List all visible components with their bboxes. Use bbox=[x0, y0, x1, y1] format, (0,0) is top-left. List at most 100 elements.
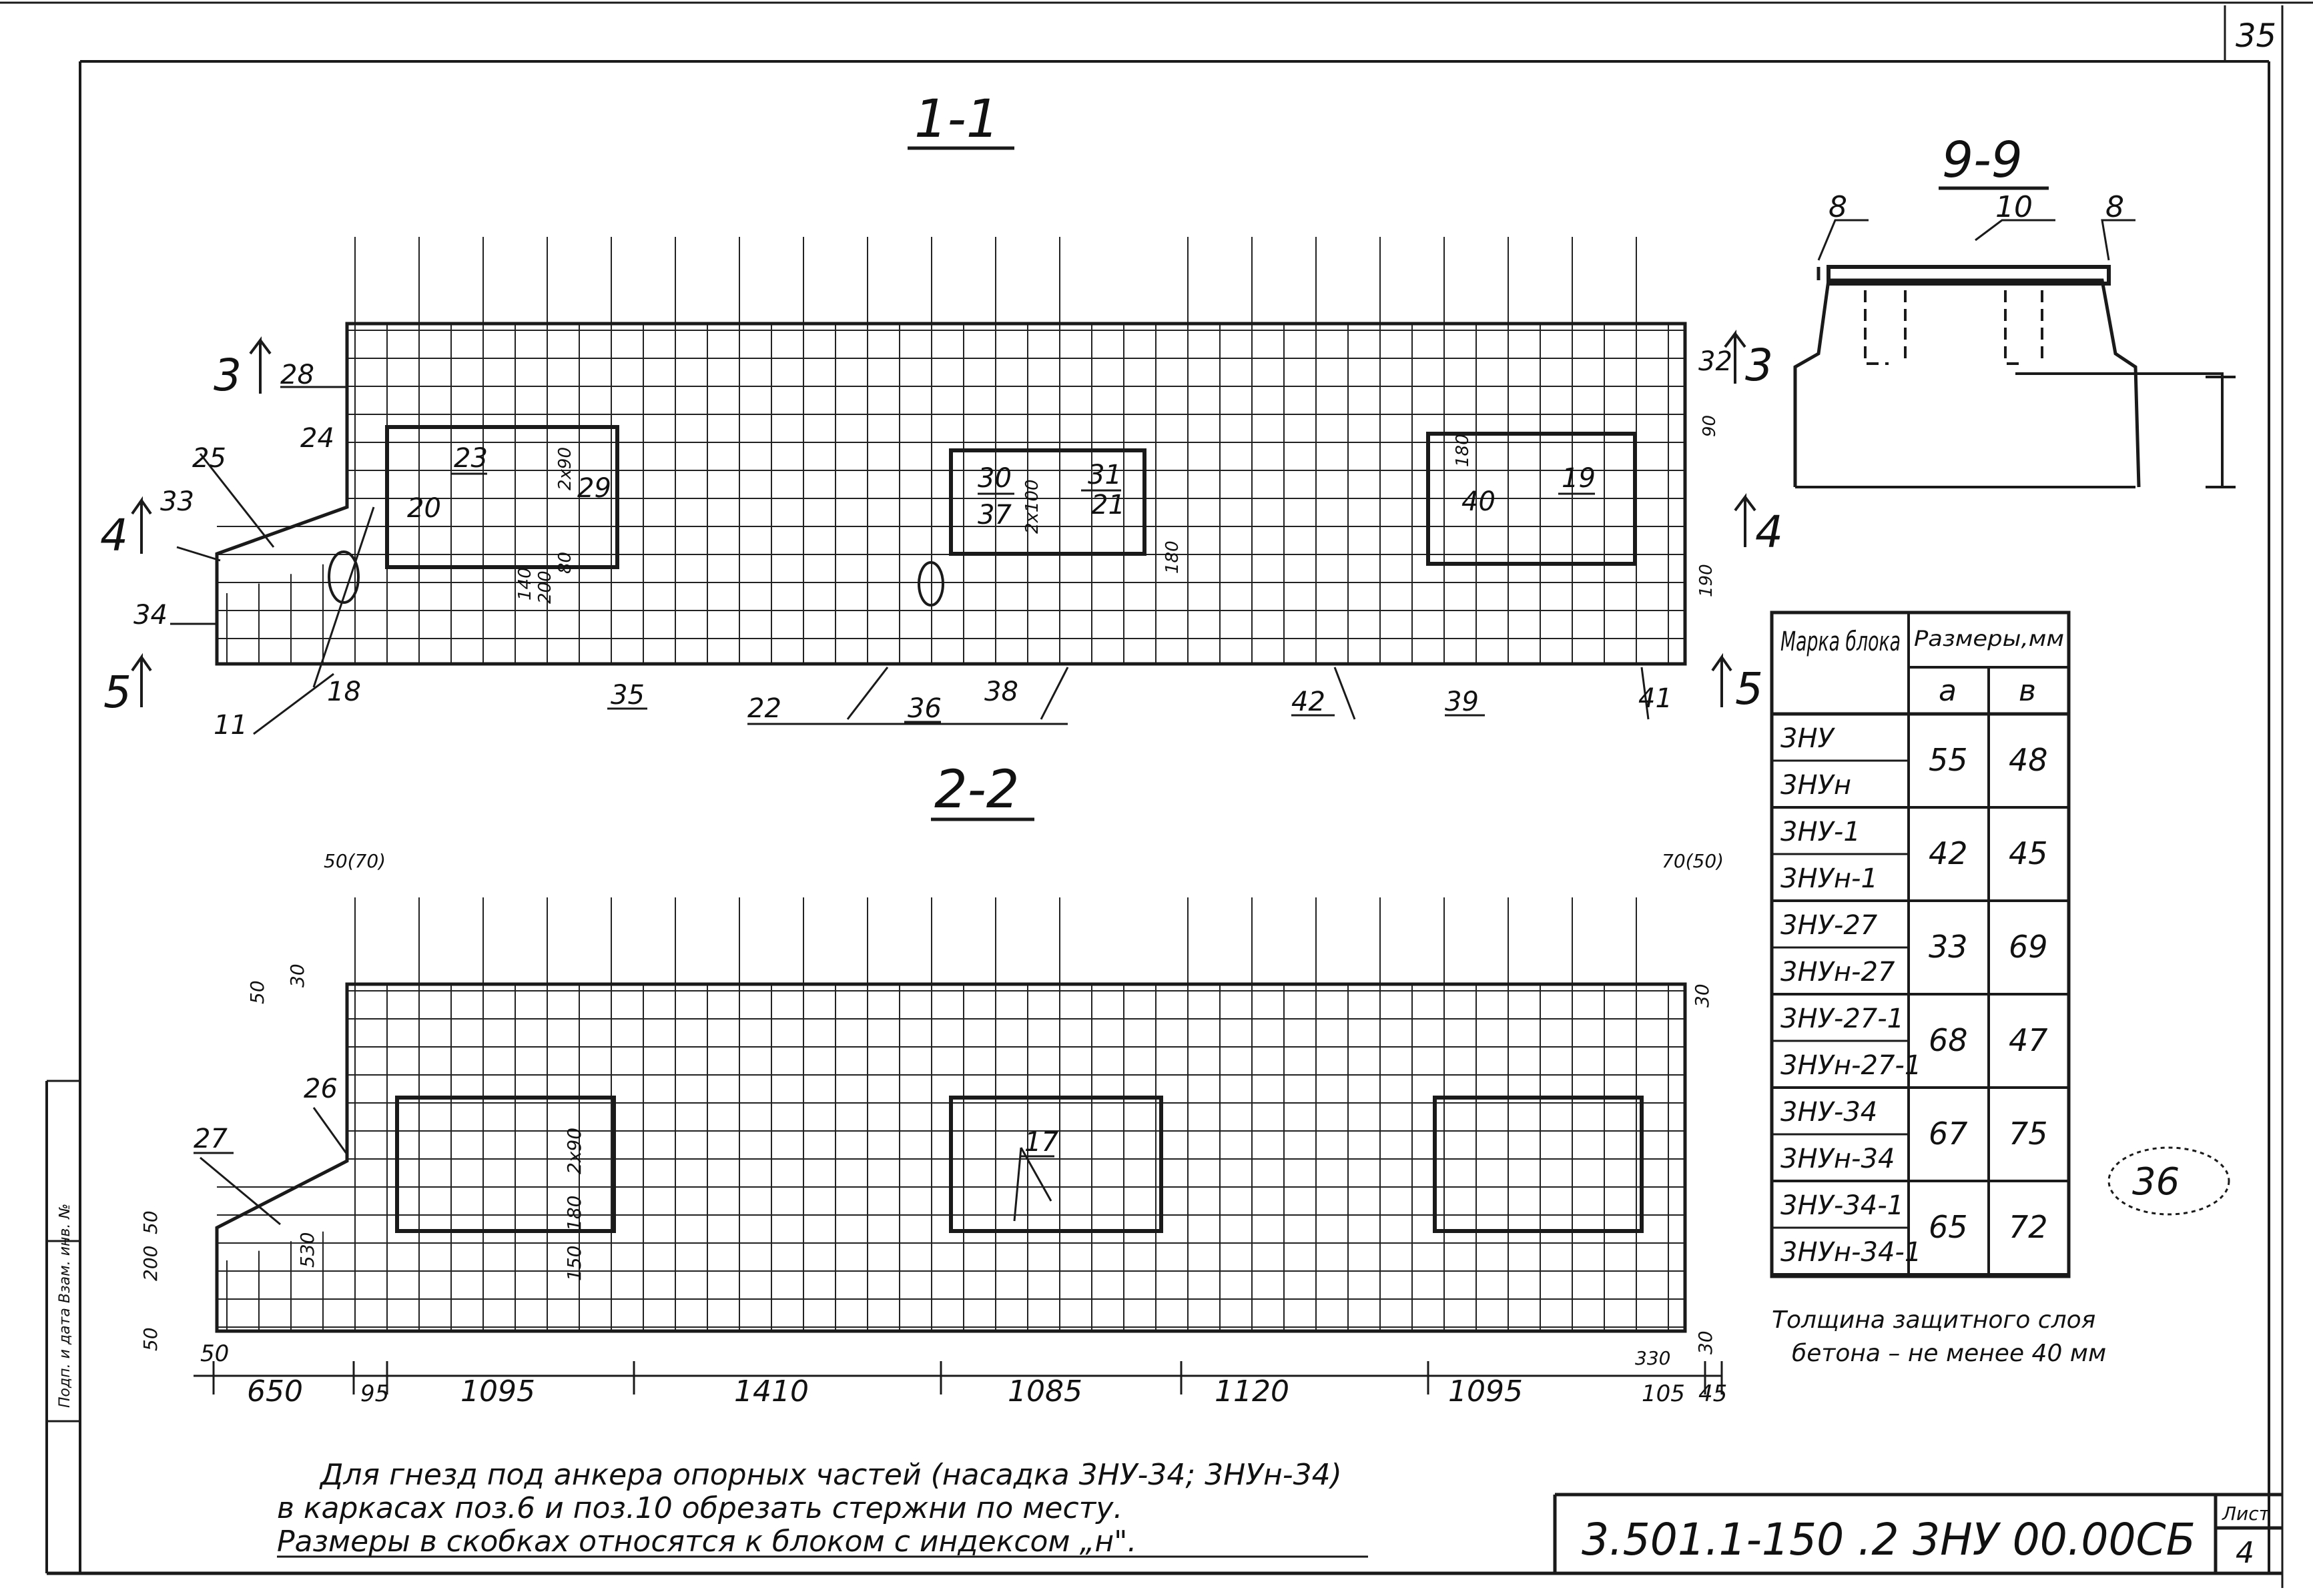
opening-1 bbox=[385, 425, 619, 569]
dim-top-left: 50(70) bbox=[324, 850, 386, 872]
table-mark-2: 3НУн-34-1 bbox=[1780, 1237, 1921, 1268]
table-value-b: 45 bbox=[2009, 835, 2048, 871]
dim-190: 190 bbox=[1696, 564, 1716, 597]
list-label: Лист bbox=[2222, 1503, 2270, 1525]
section-1-1: 1-1 bbox=[170, 89, 1687, 735]
mark-4-left: 4 bbox=[100, 510, 128, 561]
callout-29: 29 bbox=[577, 473, 611, 504]
bottom-dim-label: 1085 bbox=[1008, 1374, 1082, 1409]
callout-30: 30 bbox=[978, 463, 1012, 494]
drawing-designation: 3.501.1-150 .2 3НУ 00.00СБ bbox=[1582, 1514, 2196, 1565]
dim-v530: 530 bbox=[296, 1232, 318, 1268]
block-marks-table bbox=[1770, 611, 2071, 1278]
callout-18: 18 bbox=[327, 677, 361, 707]
callout-26: 26 bbox=[304, 1074, 338, 1104]
section-1-1-title: 1-1 bbox=[914, 89, 999, 149]
note-line-2: в каркасах поз.6 и поз.10 обрезать стерж… bbox=[277, 1491, 1122, 1525]
bottom-dim-label: 105 bbox=[1642, 1380, 1685, 1407]
opening-2-2-1 bbox=[395, 1096, 616, 1233]
dim-v50a: 50 bbox=[246, 980, 268, 1004]
table-mark-2: 3НУн-27-1 bbox=[1780, 1050, 1921, 1081]
table-header-sizes: Размеры,мм bbox=[1914, 626, 2064, 651]
callout-19: 19 bbox=[1562, 463, 1596, 494]
callout-underlines-1-1 bbox=[450, 472, 1595, 725]
cover-note-line-1: Толщина защитного слоя bbox=[1772, 1306, 2095, 1334]
dim-top-right: 70(50) bbox=[1662, 850, 1724, 872]
section-9-9: 9-9 bbox=[1793, 131, 2236, 488]
dims-1-1: 2х90 2х100 90 180 180 190 80 140 200 bbox=[515, 415, 1720, 604]
callout-34: 34 bbox=[133, 600, 168, 631]
table-header-b: в bbox=[2019, 674, 2036, 708]
dim-v200: 200 bbox=[139, 1246, 161, 1281]
table-value-a: 42 bbox=[1929, 835, 1968, 871]
table-value-b: 75 bbox=[2009, 1116, 2048, 1152]
mark-5-right: 5 bbox=[1735, 663, 1763, 715]
callout-25: 25 bbox=[192, 443, 226, 474]
dim-v50c: 50 bbox=[139, 1327, 161, 1351]
callout-17: 17 bbox=[1024, 1127, 1058, 1158]
callout-40: 40 bbox=[1461, 486, 1496, 517]
opening-2 bbox=[949, 448, 1146, 556]
callout-8-left: 8 bbox=[1829, 190, 1847, 224]
dim-v30b: 30 bbox=[1691, 983, 1713, 1008]
bottom-dim-label: 650 bbox=[247, 1374, 303, 1409]
callout-39: 39 bbox=[1445, 687, 1479, 717]
bottom-dim-label: 1095 bbox=[1448, 1374, 1523, 1409]
table-mark-1: 3НУ-27 bbox=[1780, 910, 1878, 941]
table-value-a: 67 bbox=[1929, 1116, 1968, 1152]
opening-2-2-2 bbox=[949, 1096, 1163, 1233]
callouts-1-1: 28 25 24 33 34 23 20 29 30 31 37 21 40 1… bbox=[133, 346, 1732, 741]
callout-27: 27 bbox=[194, 1124, 228, 1154]
callout-32: 32 bbox=[1698, 346, 1732, 377]
table-value-b: 47 bbox=[2009, 1022, 2048, 1058]
top-rebar-cage bbox=[1827, 265, 2111, 286]
cover-note: Толщина защитного слоя бетона – не менее… bbox=[1772, 1306, 2106, 1367]
callout-23: 23 bbox=[454, 443, 488, 474]
dim-80: 80 bbox=[555, 552, 575, 574]
bottom-dim-label: 1120 bbox=[1215, 1374, 1289, 1409]
callout-21: 21 bbox=[1091, 490, 1125, 520]
callout-31: 31 bbox=[1088, 460, 1122, 490]
left-strip-text: Подп. и дата Взам. инв. № bbox=[57, 1204, 73, 1408]
callout-38: 38 bbox=[984, 677, 1018, 707]
callout-33: 33 bbox=[160, 486, 194, 517]
left-binding-strip: Подп. и дата Взам. инв. № bbox=[45, 1080, 80, 1573]
dim-2x100: 2х100 bbox=[1022, 479, 1042, 534]
dims-2-2: 50(70) 70(50) 50 30 30 50 200 530 2х90 1… bbox=[139, 850, 1724, 1369]
dim-2x90: 2х90 bbox=[555, 447, 575, 490]
dim-180-b: 180 bbox=[1163, 540, 1183, 574]
callout-28: 28 bbox=[280, 360, 314, 390]
opening-2-2-3 bbox=[1433, 1096, 1644, 1233]
table-value-b: 48 bbox=[2009, 742, 2048, 778]
mark-3-left: 3 bbox=[214, 350, 242, 401]
dim-v30a: 30 bbox=[286, 963, 308, 987]
callout-35: 35 bbox=[611, 680, 645, 711]
table-mark-2: 3НУн-34 bbox=[1780, 1144, 1895, 1174]
table-mark-1: 3НУ-1 bbox=[1780, 817, 1861, 847]
note-line-3: Размеры в скобках относятся к блоком с и… bbox=[277, 1525, 1136, 1559]
table-value-b: 69 bbox=[2009, 929, 2048, 965]
table-value-a: 65 bbox=[1929, 1209, 1968, 1245]
anchor-socket-1 bbox=[328, 550, 360, 604]
table-header-mark: Марка блока bbox=[1780, 627, 1901, 657]
callout-42: 42 bbox=[1291, 687, 1325, 717]
table-value-a: 68 bbox=[1929, 1022, 1968, 1058]
callout-41: 41 bbox=[1638, 683, 1672, 714]
table-value-b: 72 bbox=[2009, 1209, 2048, 1245]
dim-v2x90: 2х90 bbox=[563, 1128, 585, 1174]
callouts-9-9: 8 10 8 bbox=[1829, 190, 2124, 224]
section-2-2: 2-2 bbox=[200, 760, 1687, 1333]
section-2-2-outline bbox=[215, 982, 1687, 1333]
sheet-number-top: 35 bbox=[2236, 17, 2276, 55]
cover-note-line-2: бетона – не менее 40 мм bbox=[1792, 1340, 2106, 1367]
dim-180-a: 180 bbox=[1453, 434, 1473, 467]
opening-3 bbox=[1426, 432, 1637, 566]
callout-20: 20 bbox=[407, 493, 441, 524]
callout-11: 11 bbox=[214, 710, 248, 741]
dim-v330: 330 bbox=[1635, 1347, 1670, 1369]
table-mark-1: 3НУ-27-1 bbox=[1780, 1004, 1904, 1034]
table-header-a: а bbox=[1939, 674, 1957, 708]
